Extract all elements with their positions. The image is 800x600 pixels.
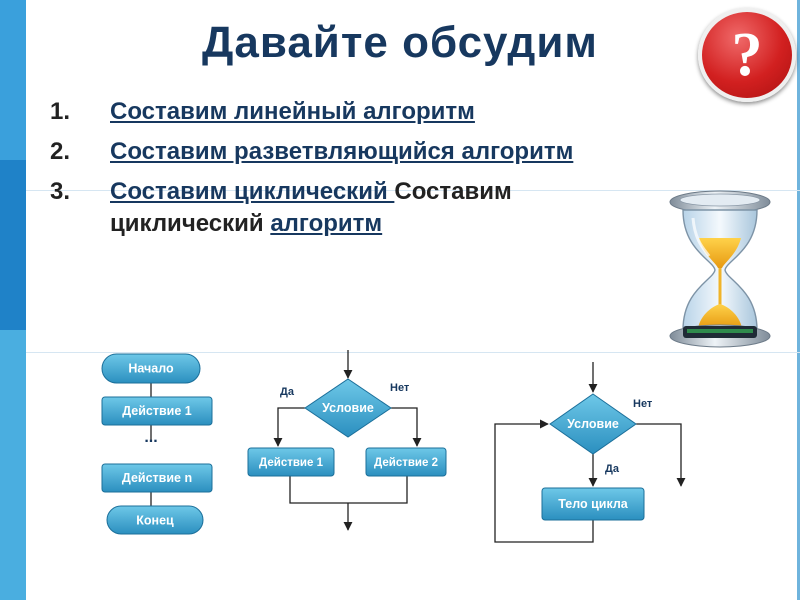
task-plain-text: Составим циклический xyxy=(110,178,519,237)
flow-arrow xyxy=(636,423,686,487)
condition-label: Условие xyxy=(567,417,619,431)
loop-back-arrow xyxy=(494,419,594,543)
loop-body-label: Тело цикла xyxy=(558,497,629,511)
task-item: 1. Составим линейный алгоритм xyxy=(50,96,690,128)
no-label: Нет xyxy=(390,382,410,394)
condition-diamond xyxy=(304,378,392,438)
divider-line xyxy=(26,190,800,191)
start-label: Начало xyxy=(128,362,174,376)
yes-label: Да xyxy=(280,386,295,398)
action-label: Действие 1 xyxy=(122,404,192,418)
start-terminator xyxy=(101,353,201,384)
task-list: 1. Составим линейный алгоритм 2. Состави… xyxy=(50,96,690,248)
task-number: 1. xyxy=(50,98,71,125)
divider-line xyxy=(26,352,800,353)
question-mark-icon: ? xyxy=(698,8,796,102)
action-label: Действие n xyxy=(122,471,192,485)
loop-flowchart: Условие Нет Да Тело цикла xyxy=(494,362,686,543)
yes-label: Да xyxy=(605,463,620,475)
task-text: Составим разветвляющийся алгоритм xyxy=(110,136,573,168)
condition-diamond xyxy=(549,393,637,455)
condition-label: Условие xyxy=(322,401,374,415)
task-number: 2. xyxy=(50,138,71,165)
ellipsis-dots: ... xyxy=(144,429,157,446)
linear-flowchart: Начало Действие 1 ... Действие n Конец xyxy=(101,353,213,535)
flow-arrow xyxy=(273,407,305,447)
end-label: Конец xyxy=(136,514,174,528)
task-link[interactable]: алгоритм xyxy=(270,210,383,237)
task-link[interactable]: Составим циклический xyxy=(110,178,395,205)
flow-arrow xyxy=(391,407,422,447)
task-number: 3. xyxy=(50,178,71,205)
action-box xyxy=(247,447,335,477)
end-terminator xyxy=(106,505,204,535)
loop-body-box xyxy=(541,487,645,521)
action-label: Действие 2 xyxy=(374,457,438,469)
task-text: Составим линейный алгоритм xyxy=(110,96,475,128)
action-label: Действие 1 xyxy=(259,457,324,469)
task-link[interactable]: Составим разветвляющийся алгоритм xyxy=(110,138,574,165)
action-box xyxy=(365,447,447,477)
branch-flowchart: Условие Да Нет Действие 1 Действие 2 xyxy=(247,350,447,531)
task-text: Составим циклический Составим циклически… xyxy=(110,176,670,240)
task-link[interactable]: Составим линейный алгоритм xyxy=(110,98,475,125)
left-accent-bar xyxy=(0,0,26,600)
slide-title: Давайте обсудим xyxy=(202,18,598,67)
action-box xyxy=(101,396,213,426)
task-item: 3. Составим циклический Составим цикличе… xyxy=(50,176,690,240)
right-accent-edge xyxy=(797,0,800,600)
hourglass-icon xyxy=(669,190,771,348)
task-item: 2. Составим разветвляющийся алгоритм xyxy=(50,136,690,168)
no-label: Нет xyxy=(633,398,653,410)
action-box xyxy=(101,463,213,493)
flow-line xyxy=(289,476,408,504)
